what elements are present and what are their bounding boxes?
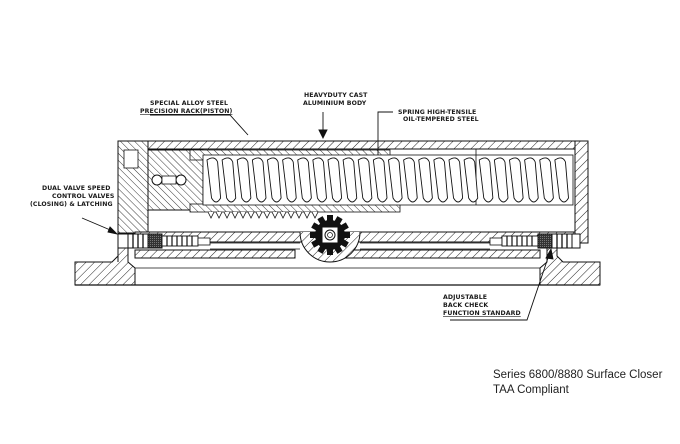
rack-label-line1: SPECIAL ALLOY STEEL: [150, 100, 228, 107]
rack-tooth: [279, 211, 287, 219]
spring-coil: [388, 157, 403, 203]
pinion-tooth: [310, 232, 316, 238]
spring-coils: [206, 157, 569, 203]
rack-tooth: [287, 211, 295, 219]
backcheck-label-line1: ADJUSTABLE: [443, 294, 487, 301]
body-label-line1: HEAVYDUTY CAST: [304, 92, 368, 99]
spring-coil: [327, 157, 343, 203]
right-backcheck-valves: [489, 233, 581, 249]
spring-coil: [206, 157, 222, 203]
label-backcheck: ADJUSTABLE BACK CHECK FUNCTION STANDARD: [443, 294, 521, 317]
spring-coil: [251, 157, 267, 203]
spring-coil: [554, 157, 569, 203]
valves-label-line3: (CLOSING) & LATCHING: [30, 201, 113, 208]
spring-coil: [463, 157, 479, 203]
base-plate: [74, 242, 601, 286]
caption-model: Series 6800/8880 Surface Closer: [493, 369, 663, 381]
spring-coil: [236, 157, 252, 203]
spring-coil: [267, 157, 282, 203]
pinion-tooth: [327, 249, 333, 255]
label-spring: SPRING HIGH-TENSILE OIL-TEMPERED STEEL: [398, 109, 479, 123]
left-speed-control-valves: [117, 233, 211, 249]
valves-label-line1: DUAL VALVE SPEED: [42, 185, 110, 192]
backcheck-label-line3: FUNCTION STANDARD: [443, 310, 521, 317]
rack-tooth: [255, 211, 263, 219]
backcheck-label-line2: BACK CHECK: [443, 302, 488, 309]
caption-compliance: TAA Compliant: [493, 384, 569, 396]
valve-rod: [210, 242, 490, 250]
label-rack: SPECIAL ALLOY STEEL PRECISION RACK(PISTO…: [140, 100, 232, 115]
left-valve-ribs: [166, 236, 193, 246]
spring-coil: [448, 157, 464, 203]
spring-coil: [539, 157, 554, 203]
rack-tooth: [231, 211, 239, 219]
valves-label-line2: CONTROL VALVES: [52, 193, 114, 200]
spring-coil: [312, 157, 327, 203]
rack-tooth: [223, 211, 231, 219]
rack-tooth: [239, 211, 247, 219]
spring: [202, 149, 574, 206]
spring-label-line1: SPRING HIGH-TENSILE: [398, 109, 476, 116]
spring-coil: [342, 157, 358, 203]
spring-coil: [524, 157, 539, 203]
spring-coil: [478, 157, 494, 203]
rack-tooth: [303, 211, 311, 219]
label-body: HEAVYDUTY CAST ALUMINIUM BODY: [303, 92, 368, 107]
rack-tooth: [295, 211, 303, 219]
rack-tooth: [215, 211, 223, 219]
spring-coil: [282, 157, 297, 203]
rack-label-line2: PRECISION RACK(PISTON): [140, 108, 232, 115]
spring-coil: [433, 157, 448, 203]
label-valves: DUAL VALVE SPEED CONTROL VALVES (CLOSING…: [30, 185, 114, 208]
rack-teeth: [207, 211, 319, 219]
right-valve-ribs: [506, 236, 533, 246]
pinion-tooth: [344, 232, 350, 238]
spring-coil: [403, 157, 418, 203]
spring-coil: [357, 157, 373, 203]
spring-label-line2: OIL-TEMPERED STEEL: [403, 116, 479, 123]
spring-coil: [221, 157, 237, 203]
body-label-line2: ALUMINIUM BODY: [303, 100, 367, 107]
spring-coil: [493, 157, 509, 203]
spring-coil: [509, 157, 524, 203]
pinion-gear: [299, 215, 361, 263]
leader-lines: [81, 111, 554, 321]
spring-coil: [418, 157, 433, 203]
spring-coil: [372, 157, 388, 203]
rack-tooth: [263, 211, 271, 219]
rack-tooth: [311, 211, 319, 219]
spring-coil: [297, 157, 312, 203]
rack-tooth: [271, 211, 279, 219]
rack-tooth: [207, 211, 215, 219]
rack-tooth: [247, 211, 255, 219]
pinion-tooth: [327, 215, 333, 221]
